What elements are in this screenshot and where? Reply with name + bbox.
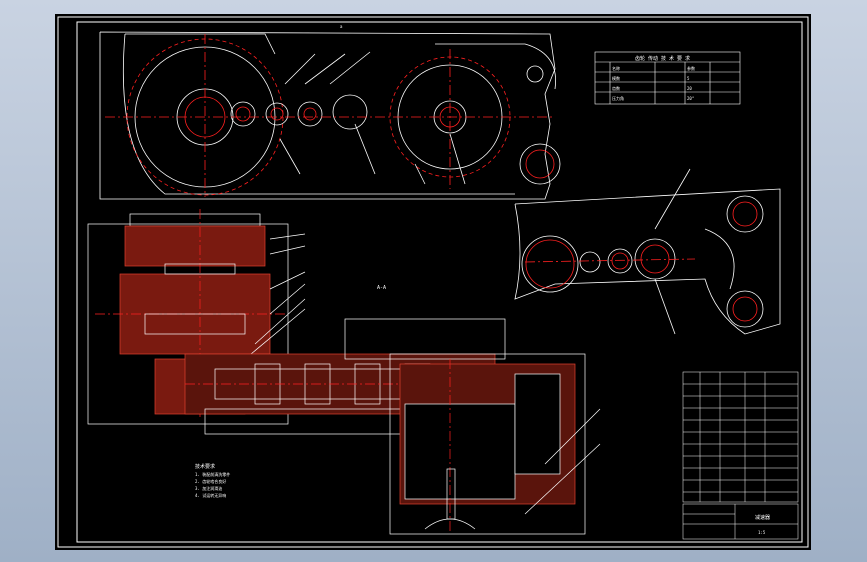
arm-detail-view xyxy=(514,168,781,335)
dim-top-label: a xyxy=(340,24,343,29)
main-body-section xyxy=(389,353,601,535)
outer-border xyxy=(57,16,809,548)
tech-row-0-label: 名称 xyxy=(612,65,620,71)
tech-row-2-label: 齿数 xyxy=(612,85,620,91)
drawing-sheet: a 齿轮 传动 技 术 要 求 名称 模数 齿数 压力角 参数 5 20 20° xyxy=(55,14,811,550)
note-line-3: 4. 试运转无异响 xyxy=(195,492,226,498)
notes-title: 技术要求 xyxy=(195,463,215,470)
drawing-canvas[interactable]: a 齿轮 传动 技 术 要 求 名称 模数 齿数 压力角 参数 5 20 20° xyxy=(55,14,811,550)
parts-list xyxy=(682,371,799,503)
tech-row-3-label: 压力角 xyxy=(612,95,624,101)
note-line-2: 3. 加注润滑油 xyxy=(195,485,222,491)
tech-row-1-value: 5 xyxy=(687,76,690,81)
note-line-0: 1. 装配前清洗零件 xyxy=(195,471,230,477)
top-gearbox-view xyxy=(99,31,561,200)
tech-row-0-value: 参数 xyxy=(687,65,695,71)
title-block-name: 减速器 xyxy=(755,514,770,521)
section-label: A-A xyxy=(377,285,386,291)
note-line-1: 2. 齿轮啮合良好 xyxy=(195,478,226,484)
tech-row-3-value: 20° xyxy=(687,96,694,101)
inner-border xyxy=(76,21,803,543)
tech-row-2-value: 20 xyxy=(687,86,692,91)
tech-row-1-label: 模数 xyxy=(612,75,620,81)
technical-notes: 技术要求 1. 装配前清洗零件 2. 齿轮啮合良好 3. 加注润滑油 4. 试运… xyxy=(195,463,230,498)
title-block-scale: 1:5 xyxy=(758,530,766,535)
tech-parameter-table xyxy=(594,51,741,105)
title-block xyxy=(682,503,799,540)
tech-table-title: 齿轮 传动 技 术 要 求 xyxy=(635,55,690,62)
